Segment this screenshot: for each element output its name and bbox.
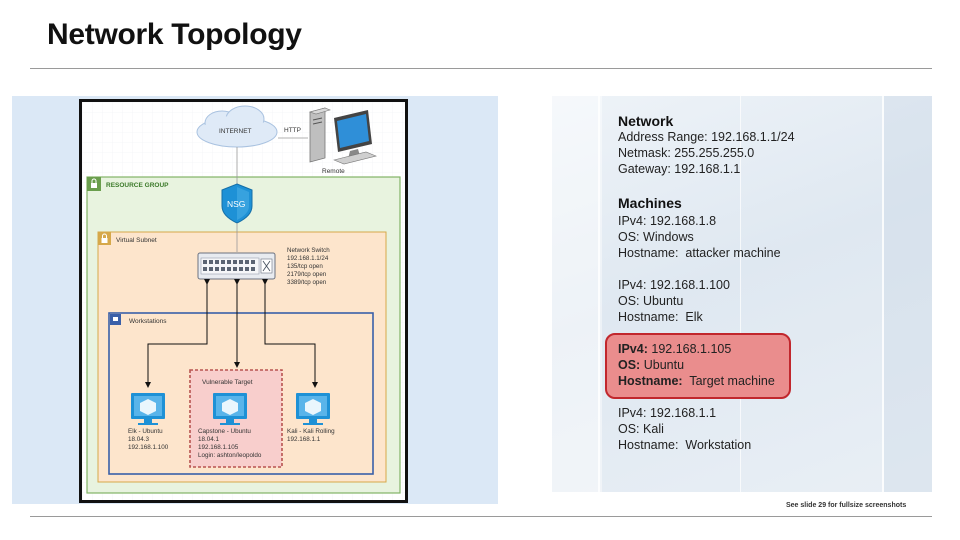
ipv4-value: 192.168.1.8 <box>649 214 717 228</box>
hostname-label: Hostname: <box>618 438 679 452</box>
os-value: Windows <box>643 230 694 244</box>
top-divider <box>30 68 932 69</box>
switch-line: 2179/tcp open <box>287 271 327 278</box>
os-label: OS: <box>618 294 640 308</box>
gateway: Gateway: 192.168.1.1 <box>618 162 741 176</box>
switch-line: Network Switch <box>287 247 330 254</box>
machine-line: Login: ashton/leopoldo <box>198 452 262 459</box>
machine-line: Kali - Kali Rolling <box>287 428 335 435</box>
switch-line: 3389/tcp open <box>287 279 327 286</box>
panel-facet <box>740 96 741 492</box>
machine-line: 192.168.1.105 <box>198 444 239 451</box>
resource-group-label: RESOURCE GROUP <box>106 182 169 189</box>
footnote: See slide 29 for fullsize screenshots <box>786 502 907 509</box>
workstations-group <box>108 312 374 475</box>
os-value: Ubuntu <box>643 358 685 372</box>
machine-line: 18.04.1 <box>198 436 220 443</box>
address-range: Address Range: 192.168.1.1/24 <box>618 130 795 144</box>
panel-facet <box>882 96 884 492</box>
hostname-value: Target machine <box>689 374 775 388</box>
capstone-vm-icon <box>213 393 247 425</box>
internet-label: INTERNET <box>219 128 252 135</box>
network-info-panel: Network Address Range: 192.168.1.1/24 Ne… <box>552 96 932 492</box>
elk-vm-icon <box>131 393 165 425</box>
workstations-label: Workstations <box>129 318 167 325</box>
machine-ipv4: IPv4: 192.168.1.105 <box>618 341 775 357</box>
hostname-label: Hostname: <box>618 246 679 260</box>
hostname-value: Elk <box>685 310 703 324</box>
nsg-shield-icon <box>221 183 253 224</box>
vulnerable-target-label: Vulnerable Target <box>202 379 253 386</box>
ipv4-label: IPv4: <box>618 278 647 292</box>
switch-connections <box>145 279 318 388</box>
hostname-label: Hostname: <box>618 374 683 388</box>
panel-facet <box>552 96 602 492</box>
machine-os: OS: Ubuntu <box>618 293 730 309</box>
os-label: OS: <box>618 230 640 244</box>
ipv4-value: 192.168.1.105 <box>651 342 732 356</box>
kali-vm-icon <box>296 393 330 425</box>
os-value: Kali <box>643 422 664 436</box>
ipv4-label: IPv4: <box>618 406 647 420</box>
os-value: Ubuntu <box>643 294 684 308</box>
machine-os: OS: Kali <box>618 421 751 437</box>
target-machine-highlight <box>605 333 791 399</box>
network-switch-icon <box>197 252 276 280</box>
remote-label: Remote <box>322 168 345 175</box>
slide-title: Network Topology <box>47 18 302 51</box>
capstone-machine-label: Capstone - Ubuntu 18.04.1 192.168.1.105 … <box>198 428 262 459</box>
remote-computer-icon <box>308 107 377 165</box>
machine-ipv4: IPv4: 192.168.1.100 <box>618 277 730 293</box>
network-diagram: RESOURCE GROUP Virtual Subnet Workstatio… <box>79 99 408 503</box>
network-section: Network Address Range: 192.168.1.1/24 Ne… <box>618 113 795 177</box>
machine-os: OS: Windows <box>618 229 781 245</box>
machine-os: OS: Ubuntu <box>618 357 775 373</box>
machine-ipv4: IPv4: 192.168.1.1 <box>618 405 751 421</box>
machine-line: 192.168.1.1 <box>287 436 321 443</box>
machine-hostname: Hostname: Workstation <box>618 437 751 453</box>
machine-line: Elk - Ubuntu <box>128 428 163 435</box>
elk-machine-label: Elk - Ubuntu 18.04.3 192.168.1.100 <box>128 428 169 451</box>
machine-hostname: Hostname: Elk <box>618 309 730 325</box>
machine-entry: IPv4: 192.168.1.1 OS: Kali Hostname: Wor… <box>618 405 751 453</box>
machine-line: 18.04.3 <box>128 436 150 443</box>
http-label: HTTP <box>284 127 301 134</box>
hostname-value: Workstation <box>685 438 752 452</box>
hostname-value: attacker machine <box>685 246 781 260</box>
panel-facet <box>598 96 600 492</box>
switch-line: 135/tcp open <box>287 263 323 270</box>
bottom-divider <box>30 516 932 517</box>
machine-ipv4: IPv4: 192.168.1.8 <box>618 213 781 229</box>
machine-entry: IPv4: 192.168.1.8 OS: Windows Hostname: … <box>618 213 781 261</box>
netmask: Netmask: 255.255.255.0 <box>618 146 755 160</box>
network-heading: Network <box>618 113 674 129</box>
switch-line: 192.168.1.1/24 <box>287 255 329 262</box>
ipv4-value: 192.168.1.1 <box>649 406 717 420</box>
machine-line: 192.168.1.100 <box>128 444 169 451</box>
machines-heading-block: Machines <box>618 195 682 211</box>
machine-hostname: Hostname: attacker machine <box>618 245 781 261</box>
panel-facet <box>884 96 932 492</box>
ipv4-value: 192.168.1.100 <box>649 278 730 292</box>
machine-entry-highlighted: IPv4: 192.168.1.105 OS: Ubuntu Hostname:… <box>618 341 775 389</box>
ipv4-label: IPv4: <box>618 342 648 356</box>
os-label: OS: <box>618 422 640 436</box>
internet-cloud-icon <box>196 105 278 148</box>
machines-heading: Machines <box>618 195 682 211</box>
ipv4-label: IPv4: <box>618 214 647 228</box>
machine-entry: IPv4: 192.168.1.100 OS: Ubuntu Hostname:… <box>618 277 730 325</box>
hostname-label: Hostname: <box>618 310 679 324</box>
nsg-label: NSG <box>227 199 245 209</box>
virtual-subnet-label: Virtual Subnet <box>116 237 157 244</box>
kali-machine-label: Kali - Kali Rolling 192.168.1.1 <box>287 428 336 443</box>
os-label: OS: <box>618 358 641 372</box>
machine-line: Capstone - Ubuntu <box>198 428 251 435</box>
machine-hostname: Hostname: Target machine <box>618 373 775 389</box>
